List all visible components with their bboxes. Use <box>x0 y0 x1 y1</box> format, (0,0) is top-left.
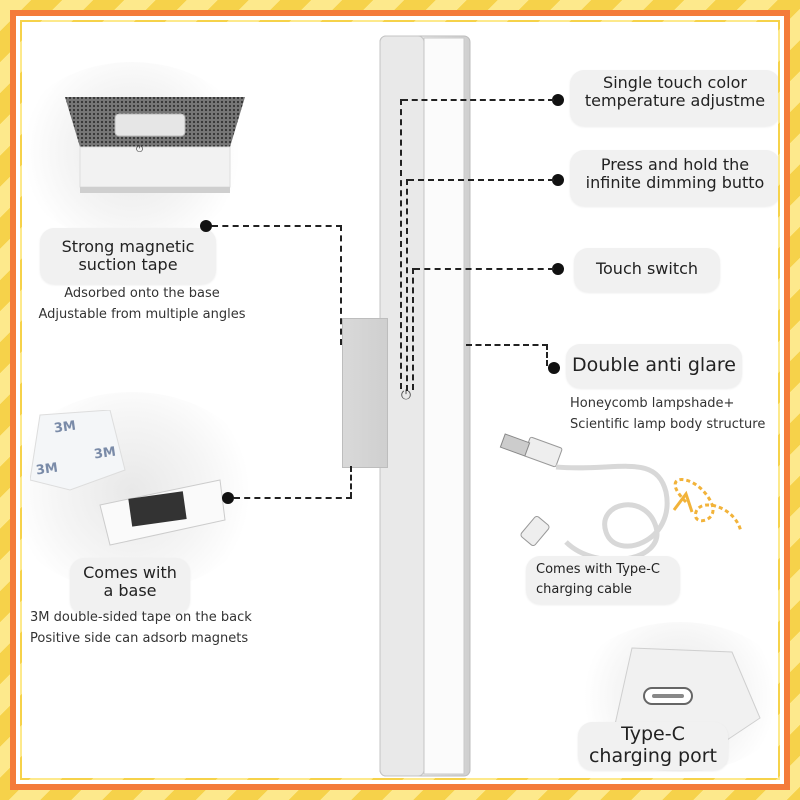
callout-anti-glare <box>566 344 742 388</box>
connector-line <box>340 225 342 345</box>
connector-line <box>414 268 554 270</box>
product-canvas: ⏻ ⏻ Single touch color temperature adjus… <box>22 22 778 778</box>
connector-line <box>466 344 548 346</box>
callout-base <box>70 558 190 614</box>
callout-color-temp <box>570 70 778 126</box>
base-illustration <box>30 410 226 546</box>
magnetic-tape-caption: Adsorbed onto the base Adjustable from m… <box>38 286 246 322</box>
base-caption: 3M double-sided tape on the back Positiv… <box>30 610 252 646</box>
power-icon: ⏻ <box>136 145 144 155</box>
callout-cable-text: Comes with Type-C charging cable <box>536 562 660 598</box>
callout-port-text: Type-C charging port <box>588 723 718 767</box>
callout-dot <box>222 492 234 504</box>
type-c-cable <box>499 433 743 563</box>
callout-dot <box>552 174 564 186</box>
connector-line <box>212 225 342 227</box>
connector-line <box>400 99 402 389</box>
connector-line <box>406 179 408 391</box>
callout-cable <box>526 556 680 604</box>
connector-line <box>350 466 352 498</box>
connector-line <box>408 179 554 181</box>
curly-arrow-icon <box>673 478 743 533</box>
connector-line <box>412 268 414 390</box>
white-border <box>16 16 784 784</box>
power-icon[interactable]: ⏻ <box>400 388 412 403</box>
callout-port <box>578 722 728 770</box>
callout-dimming <box>570 150 778 206</box>
callout-anti-glare-text: Double anti glare <box>572 354 736 376</box>
lamp-bar <box>379 35 471 777</box>
callout-touch-switch <box>574 248 720 292</box>
connector-line <box>234 497 352 499</box>
callout-base-text: Comes with a base <box>83 563 177 601</box>
callout-dot <box>548 362 560 374</box>
lamp-end-closeup <box>65 97 245 193</box>
connector-line <box>402 99 554 101</box>
callout-color-temp-text: Single touch color temperature adjustme <box>584 73 766 111</box>
callout-magnetic-tape-text: Strong magnetic suction tape <box>61 237 195 275</box>
callout-touch-switch-text: Touch switch <box>595 259 699 278</box>
anti-glare-caption: Honeycomb lampshade+ Scientific lamp bod… <box>570 396 766 432</box>
callout-dot <box>552 263 564 275</box>
orange-frame <box>10 10 790 790</box>
callout-dot <box>200 220 212 232</box>
callout-magnetic-tape <box>40 228 216 284</box>
magnetic-mount <box>342 318 388 468</box>
connector-line <box>546 344 548 366</box>
callout-dot <box>552 94 564 106</box>
callout-dimming-text: Press and hold the infinite dimming butt… <box>585 155 765 193</box>
